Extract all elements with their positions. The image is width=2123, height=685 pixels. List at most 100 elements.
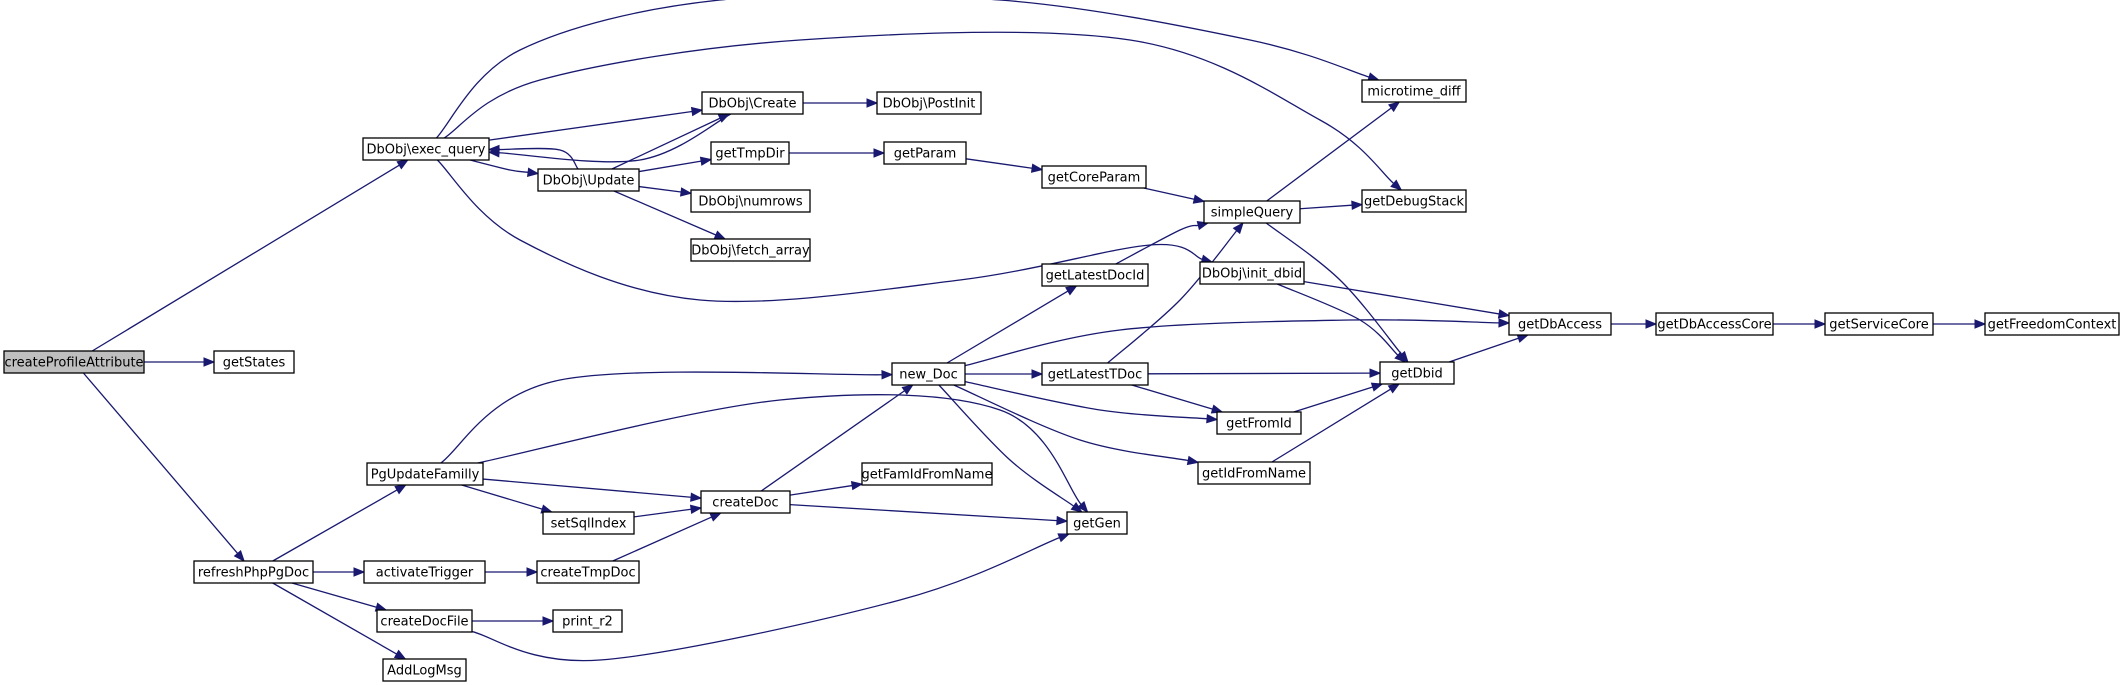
- edge-simpleQuery-to-microtime_diff: [1266, 101, 1401, 202]
- node-label: activateTrigger: [376, 566, 474, 581]
- arrowhead: [690, 106, 704, 117]
- edge-line: [760, 390, 905, 492]
- edge-line: [638, 185, 682, 193]
- node-getFamIdFromName[interactable]: getFamIdFromName: [861, 462, 993, 486]
- node-getFromId[interactable]: getFromId: [1216, 411, 1302, 435]
- node-setSqlIndex[interactable]: setSqlIndex: [542, 511, 635, 535]
- edge-PgUpdateFamilly-to-createDoc: [482, 478, 703, 502]
- arrowhead: [1497, 309, 1511, 319]
- edge-line: [440, 371, 883, 464]
- node-getLatestTDoc[interactable]: getLatestTDoc: [1041, 362, 1149, 386]
- edge-getCoreParam-to-simpleQuery: [1143, 187, 1206, 204]
- arrowhead: [689, 504, 703, 515]
- node-label: DbObj\numrows: [698, 195, 803, 210]
- edge-exec_query-to-DbObjUpdate: [469, 159, 540, 177]
- edge-line: [291, 582, 377, 608]
- node-DbObjUpdate[interactable]: DbObj\Update: [537, 168, 640, 192]
- edge-getServiceCore-to-getFreedomContext: [1933, 319, 1987, 329]
- arrowhead: [542, 616, 555, 626]
- node-PgUpdateFamilly[interactable]: PgUpdateFamilly: [366, 462, 484, 486]
- node-label: DbObj\fetch_array: [691, 244, 810, 259]
- node-label: refreshPhpPgDoc: [198, 566, 309, 581]
- node-DbObjCreate[interactable]: DbObj\Create: [701, 91, 804, 115]
- arrowhead: [1390, 179, 1403, 191]
- node-box: [1197, 461, 1311, 485]
- edge-new_Doc-to-getDbAccess: [964, 318, 1511, 367]
- arrowhead: [1057, 533, 1071, 543]
- edge-createDoc-to-getFamIdFromName: [789, 480, 864, 496]
- edge-createProfileAttribute-to-exec_query: [91, 159, 409, 352]
- node-box: [701, 91, 804, 115]
- node-numrows[interactable]: DbObj\numrows: [690, 189, 811, 213]
- node-box: [710, 141, 790, 165]
- node-label: new_Doc: [899, 368, 957, 383]
- node-getIdFromName[interactable]: getIdFromName: [1197, 461, 1311, 485]
- node-box: [552, 609, 623, 633]
- node-fetch_array[interactable]: DbObj\fetch_array: [690, 238, 811, 262]
- node-getDbAccess[interactable]: getDbAccess: [1508, 312, 1612, 336]
- node-print_r2[interactable]: print_r2: [552, 609, 623, 633]
- node-getServiceCore[interactable]: getServiceCore: [1824, 312, 1934, 336]
- edge-line: [611, 117, 721, 170]
- node-microtime_diff[interactable]: microtime_diff: [1361, 79, 1467, 103]
- node-createDoc[interactable]: createDoc: [700, 490, 791, 514]
- arrowhead: [1645, 319, 1658, 329]
- node-getDebugStack[interactable]: getDebugStack: [1361, 189, 1467, 213]
- node-getGen[interactable]: getGen: [1066, 511, 1128, 535]
- arrowhead: [1351, 200, 1364, 210]
- edge-line: [461, 484, 543, 510]
- edge-setSqlIndex-to-createDoc: [633, 504, 703, 518]
- node-getDbid[interactable]: getDbid: [1379, 361, 1455, 385]
- node-box: [883, 141, 967, 165]
- node-simpleQuery[interactable]: simpleQuery: [1203, 200, 1301, 224]
- edge-new_Doc-to-getGen: [938, 384, 1083, 513]
- edge-line: [482, 478, 692, 498]
- node-createDocFile[interactable]: createDocFile: [376, 609, 473, 633]
- node-init_dbid[interactable]: DbObj\init_dbid: [1199, 261, 1305, 285]
- arrowhead: [690, 492, 703, 502]
- node-createProfileAttribute[interactable]: createProfileAttribute: [3, 350, 145, 374]
- arrowhead: [866, 98, 879, 108]
- arrowhead: [233, 549, 245, 563]
- node-label: getServiceCore: [1829, 318, 1928, 333]
- edge-line: [1266, 107, 1392, 202]
- node-box: [3, 350, 145, 374]
- arrowhead: [353, 567, 366, 577]
- node-box: [891, 362, 966, 386]
- edge-line: [272, 489, 398, 562]
- node-activateTrigger[interactable]: activateTrigger: [363, 560, 486, 584]
- node-box: [376, 609, 473, 633]
- node-getDbAccessCore[interactable]: getDbAccessCore: [1655, 312, 1774, 336]
- node-box: [861, 462, 993, 486]
- arrowhead: [1388, 101, 1401, 113]
- nodes-layer: createProfileAttributeDbObj\exec_queryge…: [3, 79, 2120, 682]
- node-exec_query[interactable]: DbObj\exec_query: [362, 137, 490, 161]
- edge-createProfileAttribute-to-getStates: [144, 357, 216, 367]
- node-getCoreParam[interactable]: getCoreParam: [1041, 165, 1147, 189]
- arrowhead: [679, 187, 693, 197]
- node-label: getDebugStack: [1364, 195, 1465, 210]
- node-label: getCoreParam: [1048, 171, 1141, 186]
- edge-getLatestTDoc-to-simpleQuery: [1107, 221, 1244, 364]
- node-label: DbObj\exec_query: [367, 143, 486, 158]
- node-AddLogMsg[interactable]: AddLogMsg: [382, 658, 467, 682]
- arrowhead: [203, 357, 216, 367]
- node-DbObjPostInit[interactable]: DbObj\PostInit: [876, 91, 982, 115]
- node-label: AddLogMsg: [387, 664, 462, 679]
- node-getStates[interactable]: getStates: [213, 350, 295, 374]
- arrowhead: [396, 159, 409, 170]
- node-refreshPhpPgDoc[interactable]: refreshPhpPgDoc: [193, 560, 314, 584]
- edge-line: [638, 160, 702, 173]
- node-getParam[interactable]: getParam: [883, 141, 967, 165]
- node-box: [876, 91, 982, 115]
- node-getFreedomContext[interactable]: getFreedomContext: [1984, 312, 2120, 336]
- node-new_Doc[interactable]: new_Doc: [891, 362, 966, 386]
- node-createTmpDoc[interactable]: createTmpDoc: [536, 560, 640, 584]
- node-label: createDocFile: [380, 615, 468, 630]
- edge-line: [477, 394, 1082, 505]
- edge-line: [946, 290, 1069, 364]
- node-box: [1655, 312, 1774, 336]
- node-getTmpDir[interactable]: getTmpDir: [710, 141, 790, 165]
- edge-line: [435, 0, 1370, 139]
- node-getLatestDocId[interactable]: getLatestDocId: [1041, 263, 1149, 287]
